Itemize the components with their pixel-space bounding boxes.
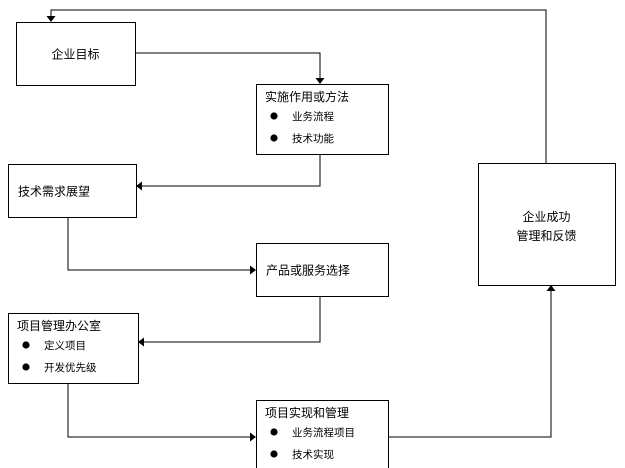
node-product-service-selection[interactable]: 产品或服务选择 — [256, 243, 389, 297]
bullet-dot-icon — [22, 341, 30, 349]
bullet-dot-icon — [270, 134, 278, 142]
node-title: 项目实现和管理 — [265, 405, 349, 420]
connector-success-to-goal-feedback — [46, 9, 547, 163]
connector-goal-to-implementation — [135, 52, 325, 84]
node-bullet-text: 开发优先级 — [44, 361, 97, 374]
connector-layer — [46, 9, 556, 442]
connector-project-implementation-to-success — [388, 285, 556, 438]
arrow-head-icon — [138, 337, 144, 347]
node-title: 技术需求展望 — [18, 185, 90, 199]
node-tech-requirement-outlook[interactable]: 技术需求展望 — [8, 164, 137, 218]
node-title: 实施作用或方法 — [265, 89, 349, 104]
bullet-dot-icon — [22, 363, 30, 371]
node-title: 项目管理办公室 — [17, 318, 101, 333]
bullet-dot-icon — [270, 112, 278, 120]
arrow-head-icon — [136, 181, 142, 191]
node-bullet-text: 定义项目 — [44, 339, 86, 352]
arrow-head-icon — [315, 78, 325, 84]
connector-pmo-to-project-implementation — [67, 383, 256, 442]
node-enterprise-goal[interactable]: 企业目标 — [16, 22, 136, 86]
node-bullet-text: 业务流程 — [292, 110, 334, 123]
arrow-head-icon — [546, 285, 556, 291]
connector-product-selection-to-pmo — [138, 296, 321, 347]
arrow-head-icon — [46, 16, 56, 22]
node-bullet-text: 技术功能 — [292, 132, 334, 145]
node-layer: 企业目标实施作用或方法业务流程技术功能技术需求展望企业成功管理和反馈产品或服务选… — [8, 22, 616, 468]
arrow-head-icon — [250, 265, 256, 275]
connector-tech-outlook-to-product-selection — [67, 217, 256, 275]
node-title: 企业目标 — [51, 47, 99, 62]
node-title-line2: 管理和反馈 — [516, 228, 576, 243]
node-title: 企业成功 — [522, 209, 570, 224]
connector-implementation-to-tech-outlook — [136, 154, 321, 191]
bullet-dot-icon — [270, 450, 278, 458]
node-bullet-text: 技术实现 — [292, 448, 334, 461]
node-title: 产品或服务选择 — [266, 263, 350, 278]
arrow-head-icon — [250, 432, 256, 442]
bullet-dot-icon — [270, 428, 278, 436]
node-bullet-text: 业务流程项目 — [292, 426, 355, 439]
